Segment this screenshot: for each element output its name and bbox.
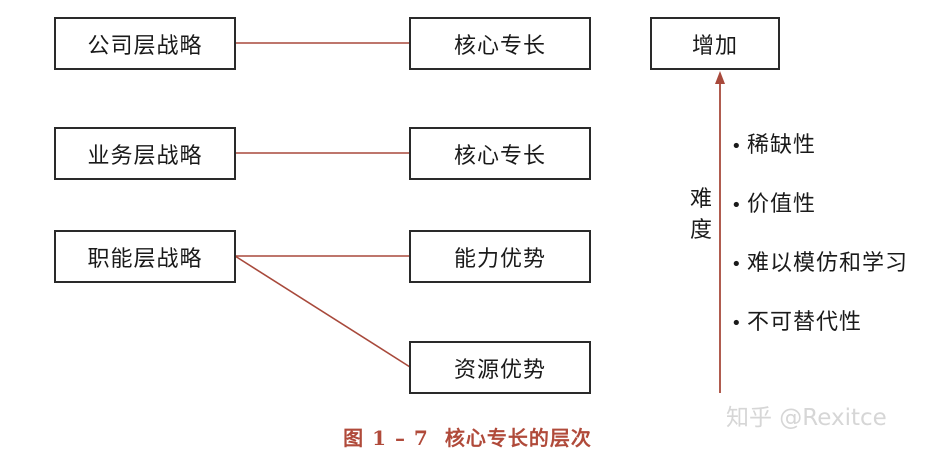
corporate-strategy-label: 公司层战略 <box>87 33 203 59</box>
figure-caption: 图 1 – 7 核心专长的层次 <box>0 422 935 451</box>
difficulty-label: 难 度 <box>688 184 714 246</box>
bullet-item-inimitability: •难以模仿和学习 <box>731 245 908 277</box>
bullet-dot-icon: • <box>731 313 743 334</box>
figure-title: 核心专长的层次 <box>444 426 592 450</box>
watermark: 知乎 @Rexitce <box>726 405 887 431</box>
functional-strategy-label: 职能层战略 <box>87 246 203 272</box>
core-competence-label-2: 核心专长 <box>453 143 546 169</box>
business-strategy-box: 业务层战略 <box>54 127 236 180</box>
bullet-text: 价值性 <box>747 192 817 217</box>
resource-advantage-box: 资源优势 <box>409 341 591 394</box>
bullet-text: 不可替代性 <box>747 310 863 335</box>
increase-label: 增加 <box>691 33 738 59</box>
bullet-text: 稀缺性 <box>747 133 817 158</box>
figure-number: 图 1 – 7 <box>343 426 429 450</box>
functional-strategy-box: 职能层战略 <box>54 230 236 283</box>
bullet-item-nonsubstitutability: •不可替代性 <box>731 304 862 336</box>
core-competence-label-1: 核心专长 <box>453 33 546 59</box>
bullet-item-value: •价值性 <box>731 186 816 218</box>
capability-advantage-label: 能力优势 <box>453 246 546 272</box>
corporate-strategy-box: 公司层战略 <box>54 17 236 70</box>
bullet-dot-icon: • <box>731 136 743 157</box>
bullet-item-scarcity: •稀缺性 <box>731 127 816 159</box>
increase-box: 增加 <box>650 17 780 70</box>
core-competence-box-1: 核心专长 <box>409 17 591 70</box>
difficulty-char-1: 难 <box>689 187 712 212</box>
difficulty-char-2: 度 <box>689 218 712 243</box>
business-strategy-label: 业务层战略 <box>87 143 203 169</box>
difficulty-arrow-head <box>715 71 725 84</box>
bullet-dot-icon: • <box>731 254 743 275</box>
connector-functional-resource <box>234 255 411 368</box>
bullet-text: 难以模仿和学习 <box>747 251 909 276</box>
bullet-dot-icon: • <box>731 195 743 216</box>
resource-advantage-label: 资源优势 <box>453 357 546 383</box>
core-competence-box-2: 核心专长 <box>409 127 591 180</box>
capability-advantage-box: 能力优势 <box>409 230 591 283</box>
